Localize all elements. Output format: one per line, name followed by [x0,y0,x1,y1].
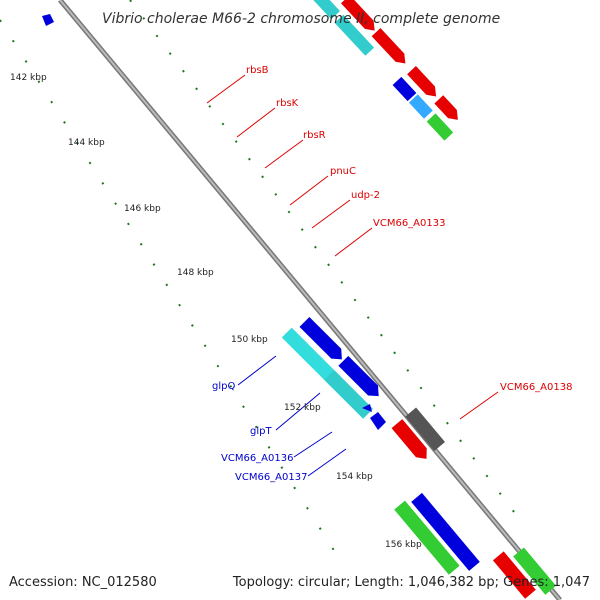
gene-cluster-middle [281,316,383,419]
gene-rbsB-arrow[interactable] [283,0,340,20]
genome-title: Vibrio cholerae M66-2 chromosome II, com… [102,11,500,27]
gene-label-glpQ[interactable]: glpQ [212,381,235,392]
tick-label: 156 kbp [385,540,422,550]
gene-label-rbsK[interactable]: rbsK [276,98,299,109]
gene-cluster-upper [283,0,462,141]
tick-label: 152 kbp [284,403,321,413]
gene-udp2-arrow[interactable] [408,94,433,119]
tick-label: 144 kbp [68,138,105,148]
gene-VCM66_A0138-arrow[interactable] [405,407,446,451]
gene-label-rbsR[interactable]: rbsR [303,130,326,141]
genome-backbone [58,0,562,600]
gene-cluster-bottom-right [492,547,557,599]
gene-pnuC-arrow[interactable] [392,76,417,102]
gene-small-blue-marker[interactable] [362,404,372,412]
accession-text: Accession: NC_012580 [9,575,157,590]
gene-label-glpT[interactable]: glpT [250,426,272,437]
gene-rbsK-arrow[interactable] [334,14,375,56]
gene-VCM66_A0137-arrow[interactable] [370,412,386,430]
gene-label-VCM66_A0136[interactable]: VCM66_A0136 [221,453,293,464]
gene-label-udp-2[interactable]: udp-2 [351,190,380,201]
red-label-leaders [206,74,499,420]
tick-label: 148 kbp [177,268,214,278]
gene-cluster-right [391,407,446,463]
gene-label-VCM66_A0133[interactable]: VCM66_A0133 [373,218,445,229]
tick-label: 146 kbp [124,204,161,214]
tick-label: 142 kbp [10,73,47,83]
gene-arrow-red[interactable] [391,419,432,463]
gene-arrow-green[interactable] [394,500,460,575]
gene-VCM66_A0136-arrow[interactable] [338,355,383,401]
gene-arrow-red[interactable] [492,551,536,599]
gene-arrow-red[interactable] [340,0,379,35]
gene-label-pnuC[interactable]: pnuC [330,166,356,177]
tick-label: 150 kbp [231,335,268,345]
gene-label-VCM66_A0138[interactable]: VCM66_A0138 [500,382,572,393]
gene-arrow-blue[interactable] [411,492,480,571]
gene-label-VCM66_A0137[interactable]: VCM66_A0137 [235,472,307,483]
blue-label-leaders [237,355,347,477]
gene-cluster-lower [394,492,480,575]
gene-arrow-green[interactable] [513,547,557,595]
gene-VCM66_A0133-arrow[interactable] [426,113,454,141]
gene-rbsR-arrow[interactable] [371,28,410,68]
tick-track-outer [129,0,521,521]
gene-glpQ-arrow[interactable] [281,327,342,387]
gene-label-rbsB[interactable]: rbsB [246,65,269,76]
tick-label: 154 kbp [336,472,373,482]
gene-arrow-red[interactable] [434,95,462,124]
topology-text: Topology: circular; Length: 1,046,382 bp… [232,575,590,590]
gene-arrow-red[interactable] [407,66,440,101]
gene-arrow-blue[interactable] [299,316,346,364]
gene-glpT-arrow[interactable] [324,369,374,419]
gene-small-blue-marker[interactable] [42,14,54,26]
